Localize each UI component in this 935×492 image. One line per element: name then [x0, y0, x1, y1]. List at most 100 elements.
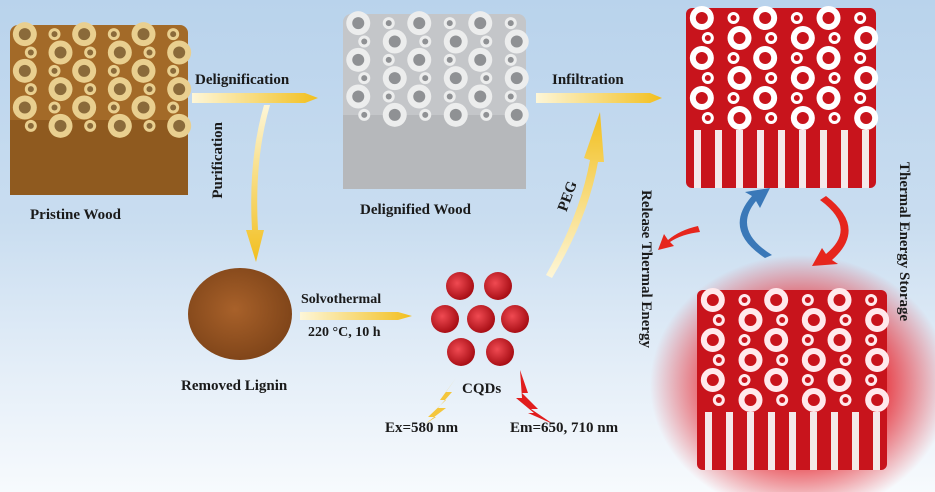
- tube-lumen: [352, 17, 365, 30]
- tube-lumen: [54, 46, 67, 59]
- tube-lumen: [860, 32, 873, 44]
- tube-lumen: [796, 72, 809, 84]
- tube-lumen: [352, 53, 365, 66]
- tube-lumen: [768, 75, 775, 81]
- tube-lumen: [730, 55, 737, 61]
- tube-lumen: [768, 35, 775, 41]
- tube-lumen: [170, 31, 177, 38]
- tube-lumen: [793, 55, 800, 61]
- tube-lumen: [388, 108, 401, 121]
- tube-lumen: [860, 112, 873, 124]
- tube-lumen: [507, 20, 514, 27]
- tube-lumen: [822, 52, 835, 64]
- purification-arrow: [246, 105, 270, 262]
- tube-lumen: [388, 35, 401, 48]
- channel-stripe: [736, 130, 743, 188]
- tube-lumen: [51, 31, 58, 38]
- tube-lumen: [733, 72, 746, 84]
- channel-stripe: [715, 130, 722, 188]
- tube-lumen: [146, 122, 153, 129]
- excitation-label: Ex=580 nm: [385, 420, 459, 436]
- tube-lumen: [413, 17, 426, 30]
- composite-block-top: [686, 6, 879, 188]
- infiltration-label: Infiltration: [552, 72, 624, 88]
- tube-lumen: [170, 67, 177, 74]
- tube-lumen: [78, 28, 91, 41]
- tube-lumen: [842, 357, 849, 363]
- tube-lumen: [27, 122, 34, 129]
- tube-lumen: [54, 119, 67, 132]
- tube-lumen: [793, 15, 800, 21]
- tube-lumen: [361, 38, 368, 45]
- release-thermal-label: Release Thermal Energy: [638, 190, 654, 349]
- tube-lumen: [352, 90, 365, 103]
- channel-stripe: [831, 412, 838, 470]
- tube-lumen: [483, 75, 490, 82]
- tube-lumen: [110, 104, 117, 111]
- thermal-storage-label: Thermal Energy Storage: [896, 162, 912, 322]
- channel-stripe: [726, 412, 733, 470]
- tube-lumen: [483, 38, 490, 45]
- tube-lumen: [715, 397, 722, 403]
- tube-lumen: [744, 354, 757, 366]
- purification-label: Purification: [210, 122, 226, 199]
- tube-lumen: [385, 56, 392, 63]
- conditions-label: 220 °C, 10 h: [308, 325, 381, 340]
- tube-lumen: [706, 294, 719, 306]
- tube-lumen: [483, 111, 490, 118]
- tube-lumen: [857, 15, 864, 21]
- tube-lumen: [449, 35, 462, 48]
- tube-lumen: [741, 337, 748, 343]
- tube-lumen: [446, 20, 453, 27]
- tube-lumen: [768, 115, 775, 121]
- tube-lumen: [137, 101, 150, 114]
- channel-stripe: [757, 130, 764, 188]
- tube-lumen: [779, 397, 786, 403]
- tube-lumen: [510, 108, 523, 121]
- infiltration-arrow: [536, 93, 662, 103]
- tube-lumen: [78, 101, 91, 114]
- tube-lumen: [741, 377, 748, 383]
- tube-lumen: [113, 46, 126, 59]
- tube-lumen: [770, 374, 783, 386]
- tube-lumen: [146, 86, 153, 93]
- tube-lumen: [868, 297, 875, 303]
- tube-lumen: [385, 20, 392, 27]
- tube-lumen: [807, 314, 820, 326]
- channel-stripe: [799, 130, 806, 188]
- tube-lumen: [796, 112, 809, 124]
- tube-lumen: [704, 115, 711, 121]
- tube-lumen: [706, 374, 719, 386]
- tube-lumen: [807, 354, 820, 366]
- tube-lumen: [833, 334, 846, 346]
- tube-lumen: [18, 101, 31, 114]
- tube-lumen: [695, 92, 708, 104]
- tube-lumen: [18, 64, 31, 77]
- tube-lumen: [388, 72, 401, 85]
- tube-lumen: [361, 111, 368, 118]
- tube-lumen: [695, 12, 708, 24]
- tube-lumen: [422, 38, 429, 45]
- emission-bolt-icon: [516, 370, 553, 424]
- channel-stripe: [841, 130, 848, 188]
- tube-lumen: [831, 75, 838, 81]
- tube-lumen: [857, 95, 864, 101]
- tube-lumen: [779, 357, 786, 363]
- tube-lumen: [507, 56, 514, 63]
- tube-lumen: [137, 64, 150, 77]
- delignified-wood-block: [343, 11, 529, 189]
- tube-lumen: [413, 53, 426, 66]
- peg-arrow: [546, 112, 604, 278]
- tube-lumen: [868, 377, 875, 383]
- tube-lumen: [110, 67, 117, 74]
- tube-lumen: [87, 49, 94, 56]
- tube-lumen: [833, 294, 846, 306]
- channel-stripe: [820, 130, 827, 188]
- cqds-label: CQDs: [462, 381, 502, 397]
- tube-lumen: [110, 31, 117, 38]
- tube-lumen: [449, 72, 462, 85]
- tube-lumen: [842, 397, 849, 403]
- tube-lumen: [871, 354, 884, 366]
- excitation-bolt-icon: [425, 378, 456, 424]
